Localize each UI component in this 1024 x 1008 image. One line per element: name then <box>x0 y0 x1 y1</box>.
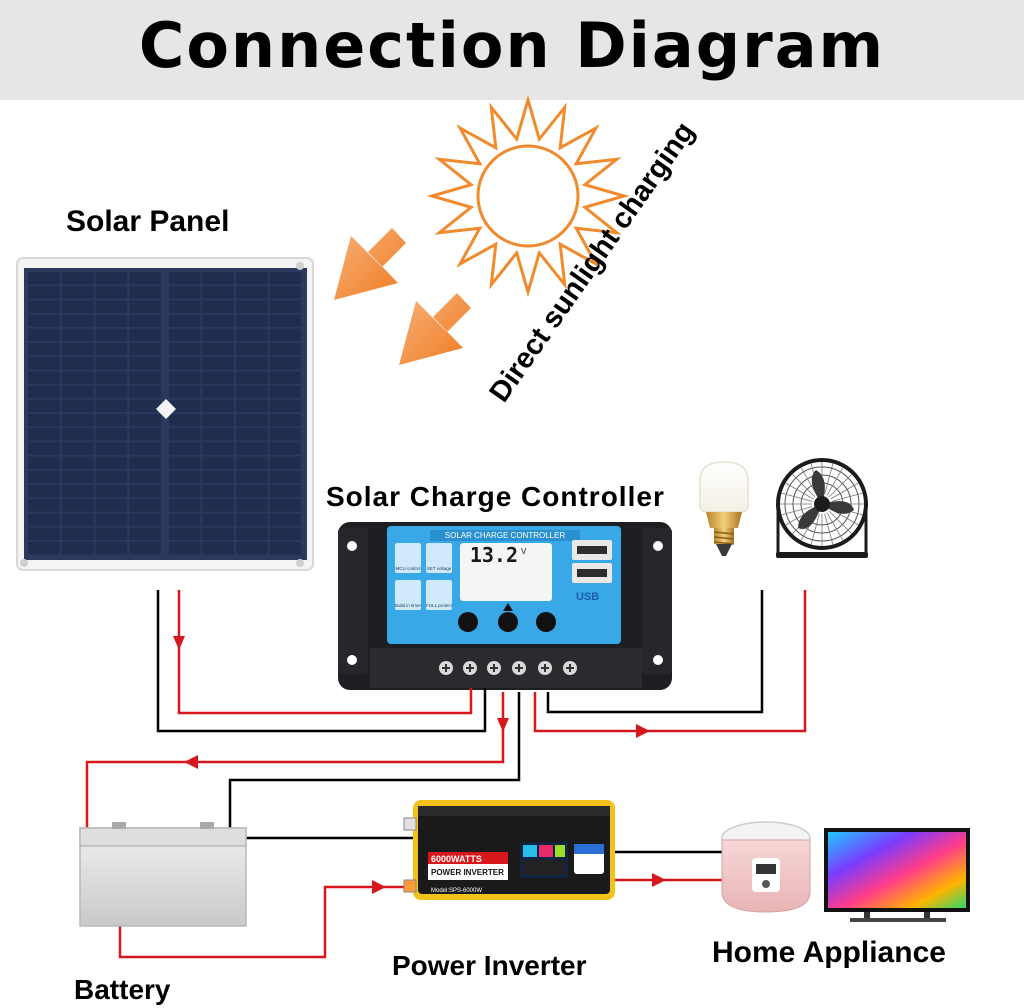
solar-panel <box>16 257 314 571</box>
inverter-name: POWER INVERTER <box>431 868 504 877</box>
tv-icon <box>824 828 970 922</box>
controller-button <box>498 612 518 632</box>
fan-icon <box>776 458 868 558</box>
controller-voltage: 13.2 <box>470 543 518 567</box>
battery-label: Battery <box>74 974 171 1005</box>
charge-controller <box>338 522 672 690</box>
controller-usb-label: USB <box>576 591 599 603</box>
wire-arrow-icon <box>497 718 509 732</box>
full-protect-label: FULL protect <box>426 603 453 608</box>
power-inverter <box>403 800 615 900</box>
sunlight-arrow-icon <box>334 228 406 300</box>
sunlight-label: Direct sunlight charging <box>484 116 702 408</box>
battery-icon <box>79 822 247 927</box>
set-voltage-label: SET voltage <box>427 566 452 571</box>
solar-panel-label: Solar Panel <box>66 205 229 238</box>
light-bulb-icon <box>699 461 749 556</box>
wire-arrow-icon <box>372 880 386 894</box>
sunlight-arrow-icon <box>399 293 471 365</box>
appliance-label: Home Appliance <box>712 936 946 969</box>
mcu-control-label: MCU control <box>395 566 420 571</box>
wire-arrow-icon <box>652 873 666 887</box>
page-title: Connection Diagram <box>138 9 886 82</box>
controller-voltage-unit: V <box>521 547 527 556</box>
inverter-watts: 6000WATTS <box>431 854 482 864</box>
wire-arrow-icon <box>184 755 198 769</box>
controller-header: SOLAR CHARGE CONTROLLER <box>445 531 566 540</box>
inverter-label: Power Inverter <box>392 950 587 981</box>
sun-icon <box>426 94 630 298</box>
wire-arrow-icon <box>173 636 185 650</box>
wire-arrows <box>173 636 666 894</box>
rice-cooker-icon <box>721 821 811 913</box>
wiring <box>85 590 807 959</box>
controller-button <box>458 612 478 632</box>
controller-button <box>536 612 556 632</box>
charge-controller-label: Solar Charge Controller <box>326 481 665 512</box>
inverter-model: Model:SPS-6000W <box>431 888 482 894</box>
title-bar <box>0 0 1024 100</box>
timer-label: Build in timer <box>395 603 422 608</box>
wire-arrow-icon <box>636 724 650 738</box>
